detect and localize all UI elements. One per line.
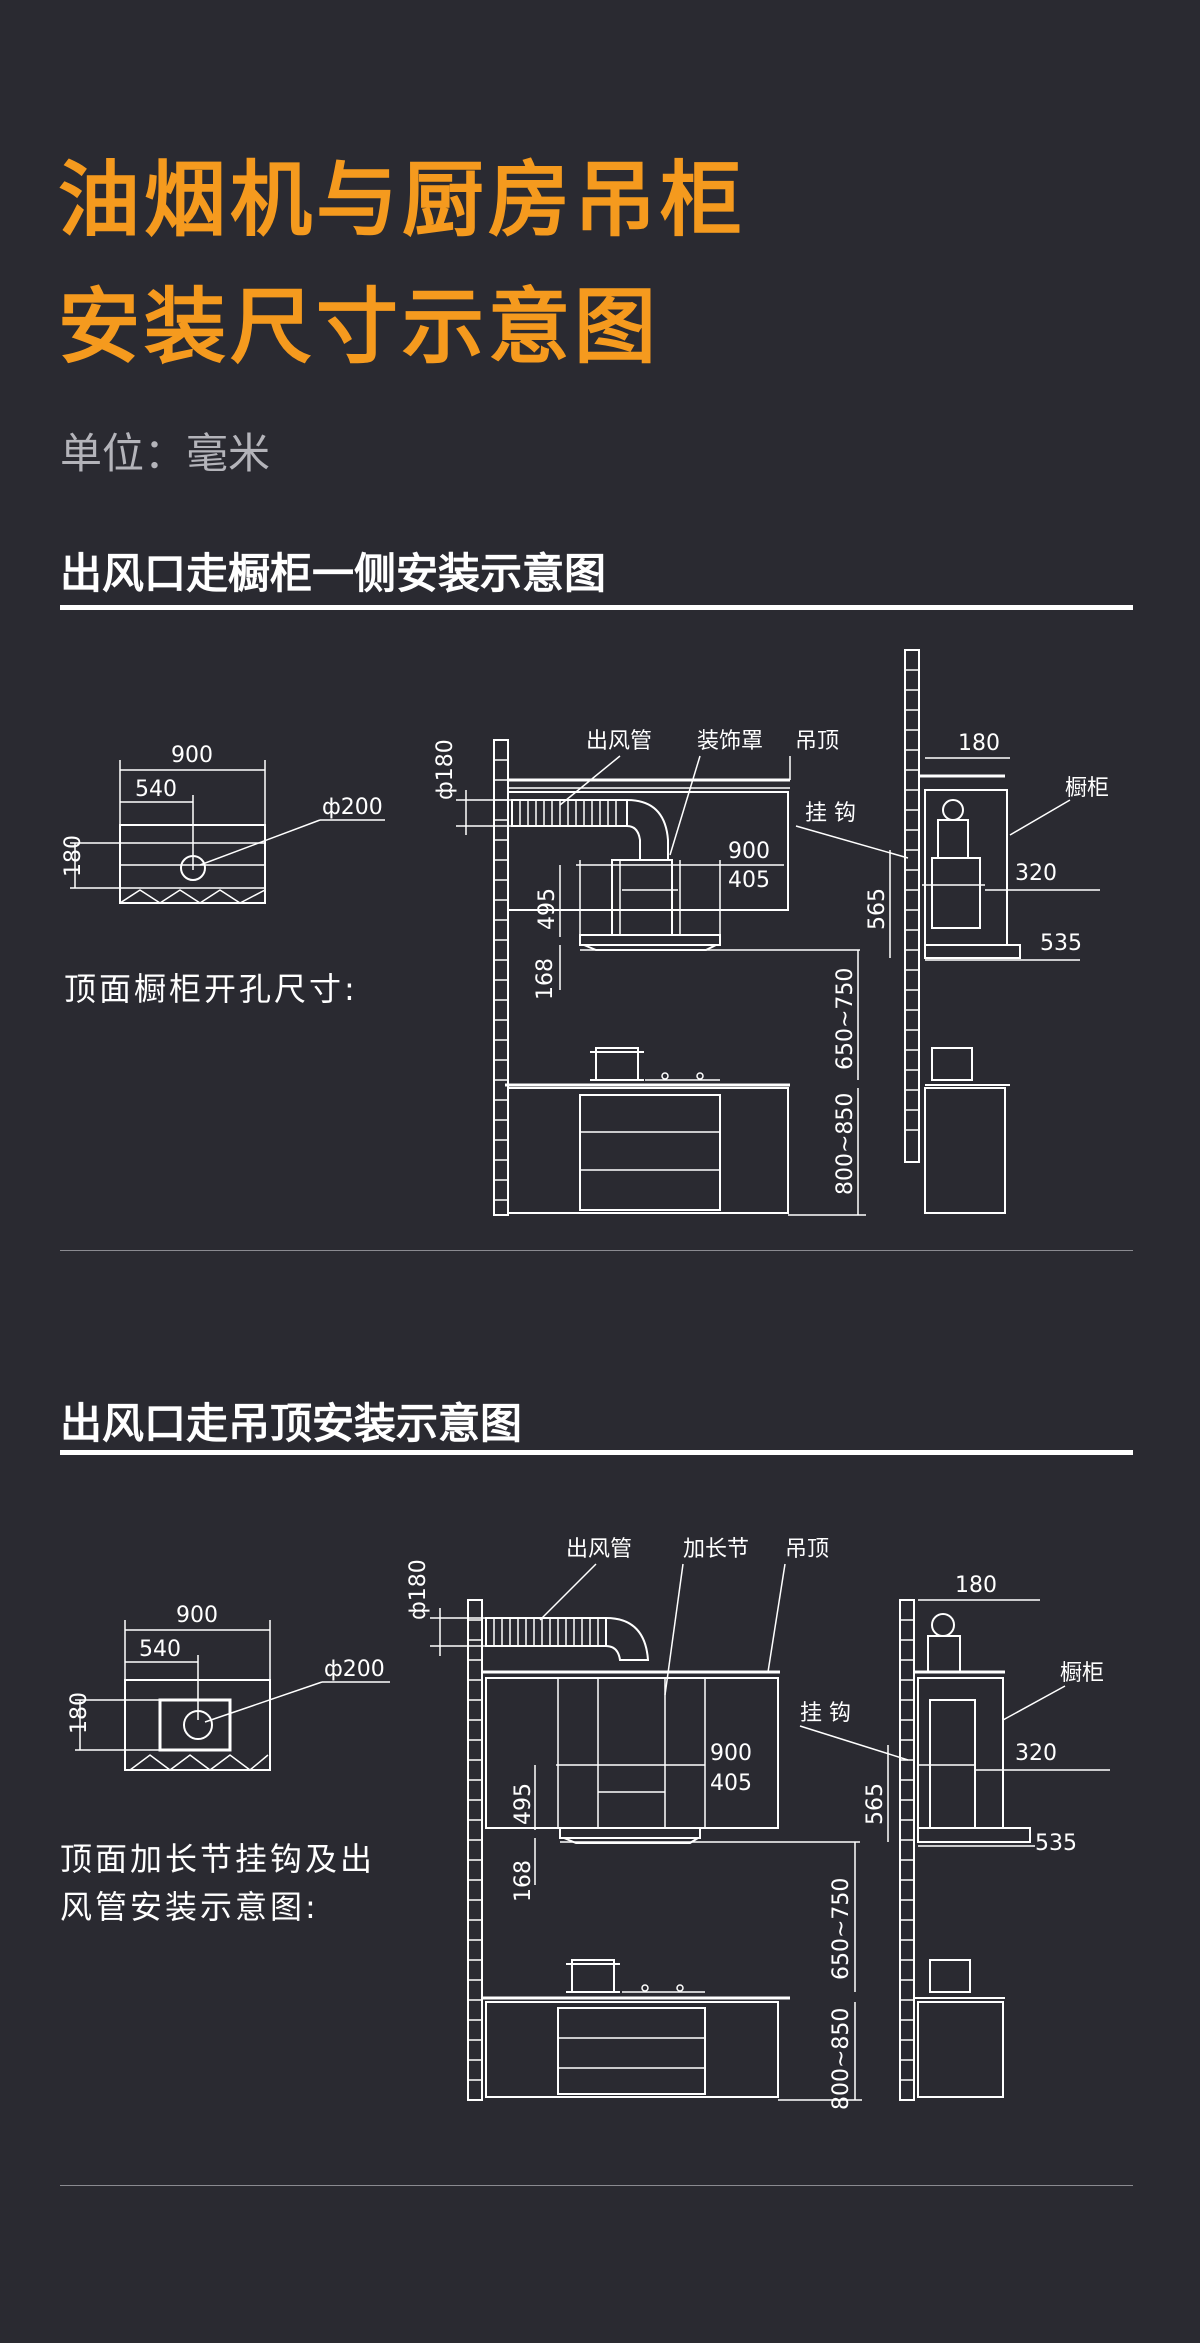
section2-note-line2: 风管安装示意图:: [60, 1888, 319, 1926]
s2-side-535: 535: [1035, 1831, 1077, 1856]
section2-heading: 出风口走吊顶安装示意图: [60, 1399, 523, 1448]
s1-side-565: 565: [865, 888, 890, 930]
s2-dim-495: 495: [511, 1783, 536, 1825]
page-title-line2: 安装尺寸示意图: [58, 280, 661, 375]
s2-dim-650-750: 650~750: [829, 1878, 854, 1980]
section1-divider: [60, 1250, 1133, 1251]
s2-top-180: 180: [67, 1692, 92, 1734]
section2-divider: [60, 2185, 1133, 2186]
s2-label-ceiling: 吊顶: [785, 1537, 829, 1562]
s2-label-hook: 挂 钩: [800, 1701, 851, 1726]
s1-label-cover: 装饰罩: [697, 729, 763, 754]
s1-label-ceiling: 吊顶: [795, 729, 839, 754]
s1-dim-phi180: ф180: [433, 739, 458, 800]
section1-note: 顶面橱柜开孔尺寸:: [64, 970, 358, 1008]
s1-side-180: 180: [958, 731, 1000, 756]
s1-dim-495: 495: [535, 888, 560, 930]
s2-side-320: 320: [1015, 1741, 1057, 1766]
s1-top-900: 900: [171, 743, 213, 768]
s2-dim-900: 900: [710, 1741, 752, 1766]
s1-dim-650-750: 650~750: [833, 968, 858, 1070]
s1-top-phi200: ф200: [322, 795, 383, 820]
s2-label-ext: 加长节: [683, 1537, 749, 1562]
section2-note-line1: 顶面加长节挂钩及出: [60, 1840, 376, 1878]
section1-heading: 出风口走橱柜一侧安装示意图: [60, 549, 607, 598]
s1-dim-168: 168: [533, 958, 558, 1000]
page-title-line1: 油烟机与厨房吊柜: [58, 153, 747, 248]
s1-side-320: 320: [1015, 861, 1057, 886]
s1-dim-900: 900: [728, 839, 770, 864]
s2-side-180: 180: [955, 1573, 997, 1598]
s2-dim-168: 168: [511, 1860, 536, 1902]
unit-label: 单位：毫米: [60, 429, 271, 478]
section2-front-view: 出风管 加长节 吊顶 挂 钩 ф180 900 405 495 168 650~…: [406, 1537, 1110, 2110]
s1-dim-405: 405: [728, 868, 770, 893]
s2-top-540: 540: [139, 1637, 181, 1662]
s2-dim-800-850: 800~850: [829, 2008, 854, 2110]
s2-label-duct: 出风管: [566, 1537, 632, 1562]
section1-rule: [60, 605, 1133, 610]
s1-label-hook: 挂 钩: [805, 801, 856, 826]
section1-front-view: 出风管 装饰罩 吊顶 挂 钩 ф180 900 405 495 168 650~…: [433, 649, 1109, 1216]
s2-top-900: 900: [176, 1603, 218, 1628]
s2-dim-405: 405: [710, 1771, 752, 1796]
s2-side-565: 565: [863, 1783, 888, 1825]
s1-label-duct: 出风管: [586, 729, 652, 754]
s1-side-535: 535: [1040, 931, 1082, 956]
s2-dim-phi180: ф180: [406, 1559, 431, 1620]
section1-top-view: 900 540 180 ф200: [61, 743, 385, 904]
section2-rule: [60, 1450, 1133, 1455]
s2-label-cabinet: 橱柜: [1060, 1661, 1104, 1686]
s2-top-phi200: ф200: [324, 1657, 385, 1682]
s1-dim-800-850: 800~850: [833, 1093, 858, 1195]
section2-top-view: 900 540 180 ф200: [67, 1603, 390, 1771]
s1-label-cabinet: 橱柜: [1065, 776, 1109, 801]
s1-top-180: 180: [61, 835, 86, 877]
s1-top-540: 540: [135, 777, 177, 802]
